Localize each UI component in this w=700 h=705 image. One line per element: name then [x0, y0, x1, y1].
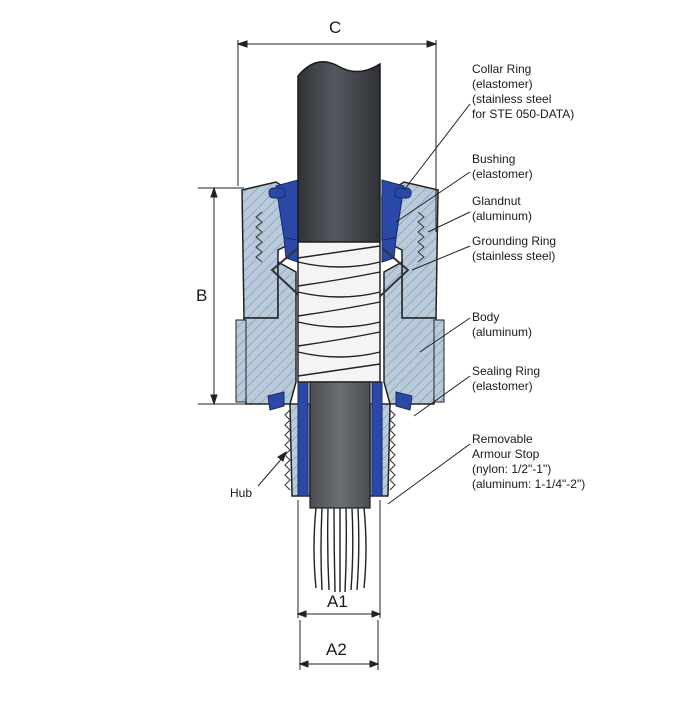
callout-material: (elastomer) [472, 167, 533, 181]
callout-material: (aluminum) [472, 325, 533, 339]
callout-title: Removable [472, 432, 533, 446]
callout-note: (aluminum: 1-1/4"-2") [472, 477, 586, 491]
callout-title: Sealing Ring [472, 364, 541, 378]
callout-collar-ring: Collar Ring (elastomer) (stainless steel… [472, 62, 574, 122]
dimension-b-label: B [196, 286, 208, 305]
callout-note: (stainless steel [472, 92, 552, 106]
callout-title: Glandnut [472, 194, 521, 208]
callout-title: Bushing [472, 152, 516, 166]
callout-sealing-ring: Sealing Ring (elastomer) [472, 364, 540, 394]
hub-label: Hub [230, 486, 253, 500]
callout-note: for STE 050-DATA) [472, 107, 575, 121]
callout-title: Armour Stop [472, 447, 540, 461]
conductor-wires [313, 507, 367, 593]
cable-core [309, 381, 371, 509]
cable-armour [297, 241, 381, 383]
callout-title: Grounding Ring [472, 234, 557, 248]
dimension-a2-label: A2 [326, 640, 347, 659]
callout-grounding-ring: Grounding Ring (stainless steel) [472, 234, 556, 264]
cable-jacket [297, 61, 381, 243]
gland-body [235, 260, 445, 405]
dimension-c-label: C [329, 18, 342, 37]
callout-title: Body [472, 310, 500, 324]
callout-body: Body (aluminum) [472, 310, 532, 340]
callout-title: Collar Ring [472, 62, 532, 76]
callout-glandnut: Glandnut (aluminum) [472, 194, 532, 224]
leader-lines [257, 103, 471, 505]
dimension-a1-label: A1 [327, 592, 348, 611]
elastomer-seals [267, 179, 413, 497]
callout-material: (elastomer) [472, 77, 533, 91]
dimension-lines [198, 40, 438, 670]
callout-bushing: Bushing (elastomer) [472, 152, 533, 182]
callout-material: (elastomer) [472, 379, 533, 393]
grounding-ring [270, 247, 410, 301]
callout-note: (nylon: 1/2"-1") [472, 462, 552, 476]
callout-material: (aluminum) [472, 209, 533, 223]
callout-material: (stainless steel) [472, 249, 556, 263]
callout-armour-stop: Removable Armour Stop (nylon: 1/2"-1") (… [472, 432, 585, 492]
